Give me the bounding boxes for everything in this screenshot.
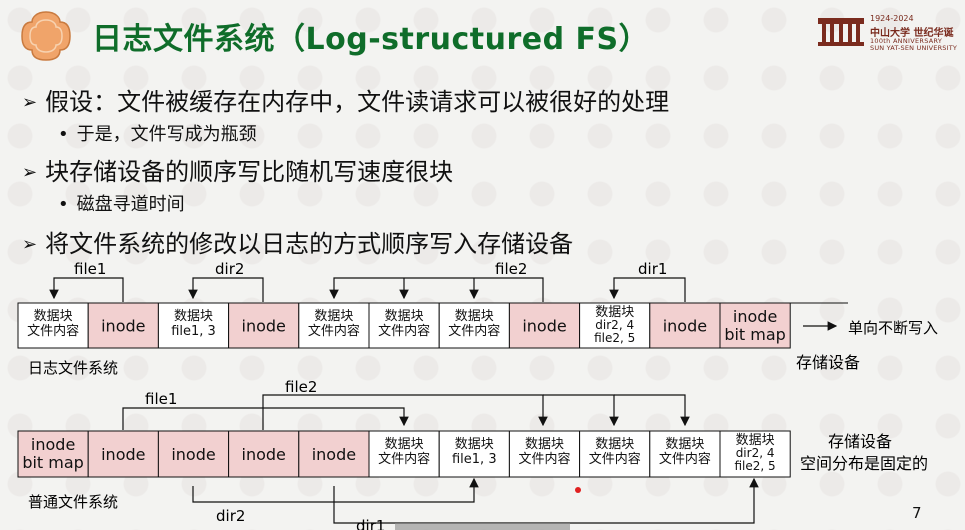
log-block-4-text-1: 文件内容 — [308, 323, 360, 339]
normal-block-7-text-0: 数据块 — [525, 437, 564, 452]
log-block-4-text-0: 数据块 — [314, 309, 353, 324]
normal-block-5-text-1: 文件内容 — [378, 451, 430, 467]
log-block-10-text-1: bit map — [724, 325, 786, 344]
sub-bullet-1: • 于是，文件写成为瓶颈 — [58, 120, 257, 146]
normal-block-3 — [228, 430, 300, 478]
normal-block-5 — [368, 430, 440, 478]
log-arrow-label-dir2: dir2 — [215, 260, 244, 278]
normal-layout-note: 空间分布是固定的 — [800, 454, 928, 473]
normal-block-9-text-1: 文件内容 — [659, 451, 711, 467]
normal-block-0-text-0: inode — [31, 435, 75, 454]
log-block-10 — [719, 302, 791, 349]
bullet-arrow-icon: ➢ — [22, 92, 38, 113]
log-block-6-text-1: 文件内容 — [448, 323, 500, 339]
log-block-6-text-0: 数据块 — [455, 309, 494, 324]
normal-block-8 — [579, 430, 651, 478]
log-block-3-text-0: inode — [242, 317, 286, 336]
bullet-1-text: 假设：文件被缓存在内存中，文件读请求可以被很好的处理 — [45, 88, 670, 116]
normal-block-5-text-0: 数据块 — [385, 437, 424, 452]
sub-bullet-2: • 磁盘寻道时间 — [58, 190, 185, 216]
log-block-2-text-0: 数据块 — [174, 309, 213, 324]
log-block-2-text-1: file1, 3 — [171, 324, 216, 339]
bullet-2: ➢ 块存储设备的顺序写比随机写速度很块 — [22, 152, 453, 187]
bullet-dot-icon: • — [58, 194, 69, 215]
logo-years: 1924-2024 — [870, 14, 914, 23]
normal-block-7-text-1: 文件内容 — [518, 451, 570, 467]
sub-bullet-2-text: 磁盘寻道时间 — [76, 194, 185, 215]
log-block-2 — [157, 302, 230, 349]
normal-arrow-label-file2: file2 — [285, 378, 317, 396]
log-block-9-text-0: inode — [663, 317, 707, 336]
university-logo — [818, 18, 864, 46]
log-block-7 — [508, 302, 581, 349]
normal-block-2-text-0: inode — [171, 445, 215, 464]
log-write-note: 单向不断写入 — [848, 319, 938, 337]
logo-name: 中山大学 世纪华诞 — [870, 28, 954, 39]
log-fs-arrows — [49, 277, 838, 331]
normal-fs-label: 普通文件系统 — [28, 493, 118, 511]
logo-university: SUN YAT-SEN UNIVERSITY — [870, 44, 958, 52]
log-block-10-text-0: inode — [733, 307, 777, 326]
bullet-1: ➢ 假设：文件被缓存在内存中，文件读请求可以被很好的处理 — [22, 82, 669, 117]
bullet-arrow-icon: ➢ — [22, 234, 38, 255]
log-block-5-text-0: 数据块 — [385, 309, 424, 324]
normal-arrow-label-dir2: dir2 — [216, 507, 245, 525]
normal-device-label: 存储设备 — [828, 432, 892, 451]
log-block-1-text-0: inode — [101, 317, 145, 336]
log-block-8-text-1: dir2, 4 — [595, 318, 634, 332]
normal-block-10-text-1: dir2, 4 — [736, 446, 775, 460]
normal-block-10-text-2: file2, 5 — [735, 459, 776, 473]
normal-block-0 — [17, 430, 89, 478]
log-block-5 — [368, 302, 440, 349]
log-block-8-text-2: file2, 5 — [594, 331, 635, 345]
log-block-5-text-1: 文件内容 — [378, 323, 430, 339]
log-device-label: 存储设备 — [796, 353, 860, 372]
page-title: 日志文件系统（Log-structured FS） — [92, 22, 650, 57]
sub-bullet-1-text: 于是，文件写成为瓶颈 — [76, 124, 257, 145]
bullet-3: ➢ 将文件系统的修改以日志的方式顺序写入存储设备 — [22, 224, 573, 259]
logo-anniversary: 100th ANNIVERSARY — [870, 37, 943, 45]
log-arrow-label-file1: file1 — [74, 260, 106, 278]
normal-block-10-text-0: 数据块 — [736, 433, 775, 448]
normal-block-1-text-0: inode — [101, 445, 145, 464]
normal-block-9-text-0: 数据块 — [665, 437, 704, 452]
normal-block-10 — [719, 430, 791, 478]
log-arrow-label-dir1: dir1 — [638, 260, 667, 278]
bullet-2-text: 块存储设备的顺序写比随机写速度很块 — [45, 158, 454, 186]
bullet-arrow-icon: ➢ — [22, 162, 38, 183]
log-block-9 — [649, 302, 721, 349]
normal-arrow-label-dir1: dir1 — [356, 517, 385, 530]
normal-block-1 — [87, 430, 159, 478]
log-fs-label: 日志文件系统 — [28, 359, 118, 377]
log-block-7-text-0: inode — [522, 317, 566, 336]
title-badge-icon — [21, 11, 71, 61]
log-block-0-text-1: 文件内容 — [27, 323, 79, 339]
normal-block-2 — [157, 430, 230, 478]
page-number: 7 — [912, 504, 922, 522]
scroll-bar[interactable] — [395, 523, 570, 530]
log-block-8-text-0: 数据块 — [595, 305, 634, 320]
normal-block-8-text-1: 文件内容 — [589, 451, 641, 467]
normal-block-8-text-0: 数据块 — [595, 437, 634, 452]
log-block-0-text-0: 数据块 — [34, 309, 73, 324]
bullet-dot-icon: • — [58, 124, 69, 145]
normal-arrow-label-file1: file1 — [145, 390, 177, 408]
normal-block-3-text-0: inode — [242, 445, 286, 464]
normal-block-6 — [438, 430, 510, 478]
normal-block-4-text-0: inode — [312, 445, 356, 464]
normal-block-6-text-1: file1, 3 — [452, 452, 497, 467]
normal-block-6-text-0: 数据块 — [455, 437, 494, 452]
normal-block-0-text-1: bit map — [22, 453, 84, 472]
normal-block-4 — [298, 430, 370, 478]
bullet-3-text: 将文件系统的修改以日志的方式顺序写入存储设备 — [45, 230, 574, 258]
log-block-6 — [438, 302, 510, 349]
cursor-dot — [575, 487, 581, 493]
log-arrow-label-file2: file2 — [495, 260, 527, 278]
